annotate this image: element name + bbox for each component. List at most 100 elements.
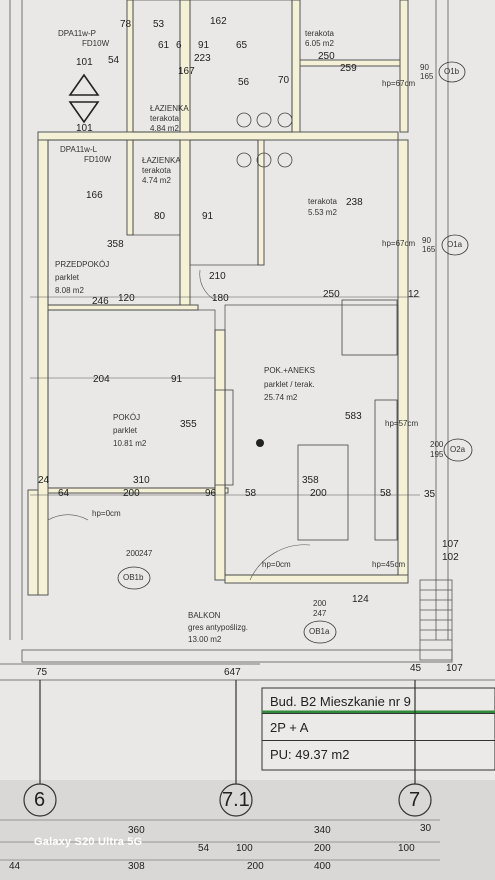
window-tag-ob1b: OB1b [123, 573, 144, 582]
dim-120: 120 [118, 293, 135, 304]
bottom-dim-308: 308 [128, 861, 145, 872]
bottom-dim-200: 200 [314, 843, 331, 854]
dim-78: 78 [120, 19, 132, 30]
dim-56-top: 56 [238, 77, 250, 88]
door-note-3: DPA11w-L [60, 145, 98, 154]
dim-91-top: 91 [198, 40, 210, 51]
dim-54: 54 [108, 55, 120, 66]
dim-246: 246 [92, 296, 109, 307]
dim-61: 61 [158, 40, 170, 51]
dim-200-right: 200 [310, 488, 327, 499]
room-balcony-name: BALKON [188, 611, 221, 620]
sill-note-5: hp=57cm [385, 419, 419, 428]
dim-180: 180 [212, 293, 229, 304]
dim-238: 238 [346, 197, 363, 208]
dim-91-mid: 91 [202, 211, 214, 222]
dim-250-mid: 250 [323, 289, 340, 300]
dimension-lines [0, 296, 440, 861]
dim-12: 12 [408, 289, 420, 300]
dim-91-low: 91 [171, 374, 183, 385]
dim-167: 167 [178, 66, 195, 77]
window-ob1b-h: 247 [139, 549, 153, 558]
door-arcs [47, 269, 311, 581]
dim-355: 355 [180, 419, 197, 430]
sill-note-1: hp=0cm [92, 509, 121, 518]
room-bath2-name: ŁAZIENKA [142, 156, 181, 165]
window-o1b-h: 165 [420, 72, 434, 81]
camera-watermark: Galaxy S20 Ultra 5G [34, 836, 143, 848]
sill-note-2: hp=0cm [262, 560, 291, 569]
bottom-dim-100-left: 100 [236, 843, 253, 854]
dim-223: 223 [194, 53, 211, 64]
dim-124: 124 [352, 594, 369, 605]
finish-top-2-area: 5.53 m2 [308, 208, 337, 217]
room-bedroom-area: 10.81 m2 [113, 439, 147, 448]
bottom-dim-400: 400 [314, 861, 331, 872]
room-balcony-finish: gres antypoślizg. [188, 623, 249, 632]
room-balcony-area: 13.00 m2 [188, 635, 222, 644]
axis-label-6: 6 [34, 789, 46, 811]
window-o2a-h: 195 [430, 450, 444, 459]
dim-583: 583 [345, 411, 362, 422]
dim-53: 53 [153, 19, 165, 30]
sill-note-3: hp=67cm [382, 79, 416, 88]
grid-lines [0, 0, 495, 681]
dim-358-left: 358 [107, 239, 124, 250]
center-marker [256, 439, 264, 447]
bottom-dim-340: 340 [314, 825, 331, 836]
room-bath1-area: 4.84 m2 [150, 124, 179, 133]
door-note-2: FD10W [82, 39, 110, 48]
bottom-dim-360: 360 [128, 825, 145, 836]
sill-note-4: hp=67cm [382, 239, 416, 248]
window-tags [117, 61, 473, 644]
window-tag-ob1a: OB1a [309, 627, 330, 636]
axis-label-7: 7 [409, 789, 421, 811]
dim-166: 166 [86, 190, 103, 201]
sill-note-6: hp=45cm [372, 560, 406, 569]
title-block-rooms: 2P + A [262, 713, 495, 740]
window-ob1a-w: 200 [313, 599, 327, 608]
title-block-title: Bud. B2 Mieszkanie nr 9 [270, 694, 411, 709]
finish-top-2: terakota [308, 197, 337, 206]
room-hall-finish: parklet [55, 273, 80, 282]
dim-96: 96 [205, 488, 217, 499]
finish-top-1-area: 6.05 m2 [305, 39, 334, 48]
axis-markers [23, 680, 432, 817]
dim-101-bottom: 101 [76, 123, 93, 134]
dim-107-bottom: 107 [446, 663, 463, 674]
title-block-area: PU: 49.37 m2 [262, 740, 495, 767]
bottom-dim-30: 30 [420, 823, 432, 834]
dim-210: 210 [209, 271, 226, 282]
dim-259: 259 [340, 63, 357, 74]
room-bath1-finish: terakota [150, 114, 179, 123]
dim-35: 35 [424, 489, 436, 500]
door-note-4: FD10W [84, 155, 112, 164]
dim-250-top: 250 [318, 51, 335, 62]
title-block [261, 687, 495, 771]
window-tag-o2a: O2a [450, 445, 466, 454]
dim-65-top: 65 [236, 40, 248, 51]
dim-162: 162 [210, 16, 227, 27]
dim-80: 80 [154, 211, 166, 222]
dim-200-left: 200 [123, 488, 140, 499]
room-bath1-name: ŁAZIENKA [150, 104, 189, 113]
room-bedroom-name: POKÓJ [113, 413, 141, 422]
balcony-outline [21, 579, 453, 663]
room-bedroom-finish: parklet [113, 426, 138, 435]
dim-45: 45 [410, 663, 422, 674]
room-living-finish: parklet / terak. [264, 380, 315, 389]
dim-24: 24 [38, 475, 50, 486]
dim-101-top: 101 [76, 57, 93, 68]
dim-70-top: 70 [278, 75, 290, 86]
dim-58-right: 58 [380, 488, 392, 499]
room-hall-name: PRZEDPOKÓJ [55, 260, 110, 269]
axis-label-7-1: 7.1 [222, 789, 250, 811]
dim-6: 6 [176, 40, 182, 51]
entrance-arrows [68, 73, 100, 124]
window-o1b-w: 90 [420, 63, 429, 72]
dim-107-top: 107 [442, 539, 459, 550]
window-ob1b-w: 200 [126, 549, 140, 558]
room-living-area: 25.74 m2 [264, 393, 298, 402]
bottom-dim-54: 54 [198, 843, 210, 854]
